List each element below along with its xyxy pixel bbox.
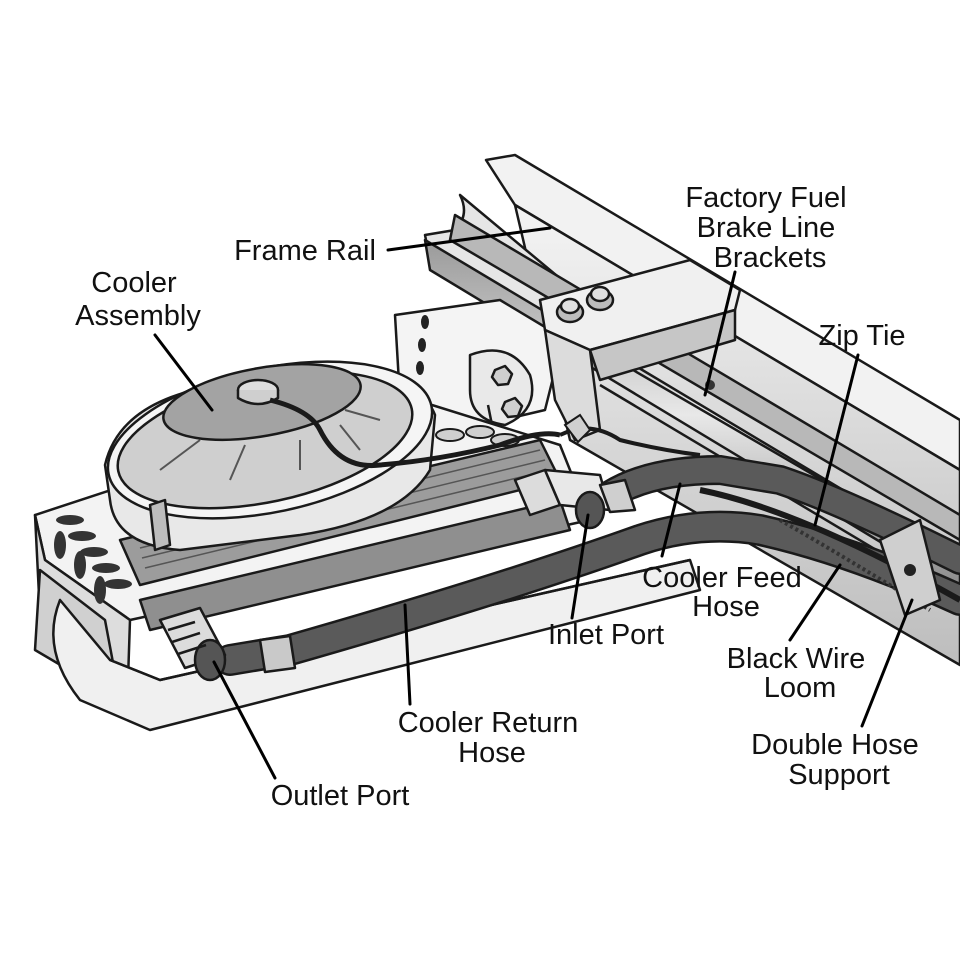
double-hose-support-shape — [878, 518, 942, 617]
label-double-hose-support: Double Hose Support — [751, 729, 927, 791]
leader-lines — [153, 226, 914, 780]
label-factory-fuel-brake-line-brackets: Factory Fuel Brake Line Brackets — [685, 182, 854, 274]
outlet-port-fitting — [158, 606, 227, 682]
label-cooler-feed-hose: Cooler Feed Hose — [642, 562, 810, 623]
label-frame-rail: Frame Rail — [234, 235, 376, 267]
leader-cooler-assembly — [153, 333, 214, 412]
label-zip-tie: Zip Tie — [818, 320, 905, 352]
bracket-bolts — [555, 285, 615, 324]
leader-cooler-return-hose — [403, 603, 412, 706]
label-cooler-assembly: Cooler Assembly — [75, 267, 201, 332]
lower-tray — [52, 558, 702, 732]
mounting-bracket — [393, 258, 742, 442]
leader-double-hose-support — [860, 598, 914, 728]
cooler-return-hose-shape — [214, 510, 960, 676]
leader-outlet-port — [212, 660, 277, 780]
leader-black-wire-loom — [788, 563, 842, 642]
leader-frame-rail — [386, 226, 552, 252]
label-cooler-return-hose: Cooler Return Hose — [398, 707, 587, 769]
leader-inlet-port — [570, 513, 590, 620]
label-inlet-port: Inlet Port — [548, 619, 664, 651]
fan-wire — [269, 397, 701, 469]
leader-cooler-feed-hose — [660, 482, 682, 558]
label-black-wire-loom: Black Wire Loom — [727, 643, 874, 704]
leader-zip-tie — [813, 353, 860, 527]
leader-factory-brackets — [703, 270, 737, 397]
inlet-port-fitting — [513, 468, 637, 530]
label-outlet-port: Outlet Port — [271, 780, 410, 812]
